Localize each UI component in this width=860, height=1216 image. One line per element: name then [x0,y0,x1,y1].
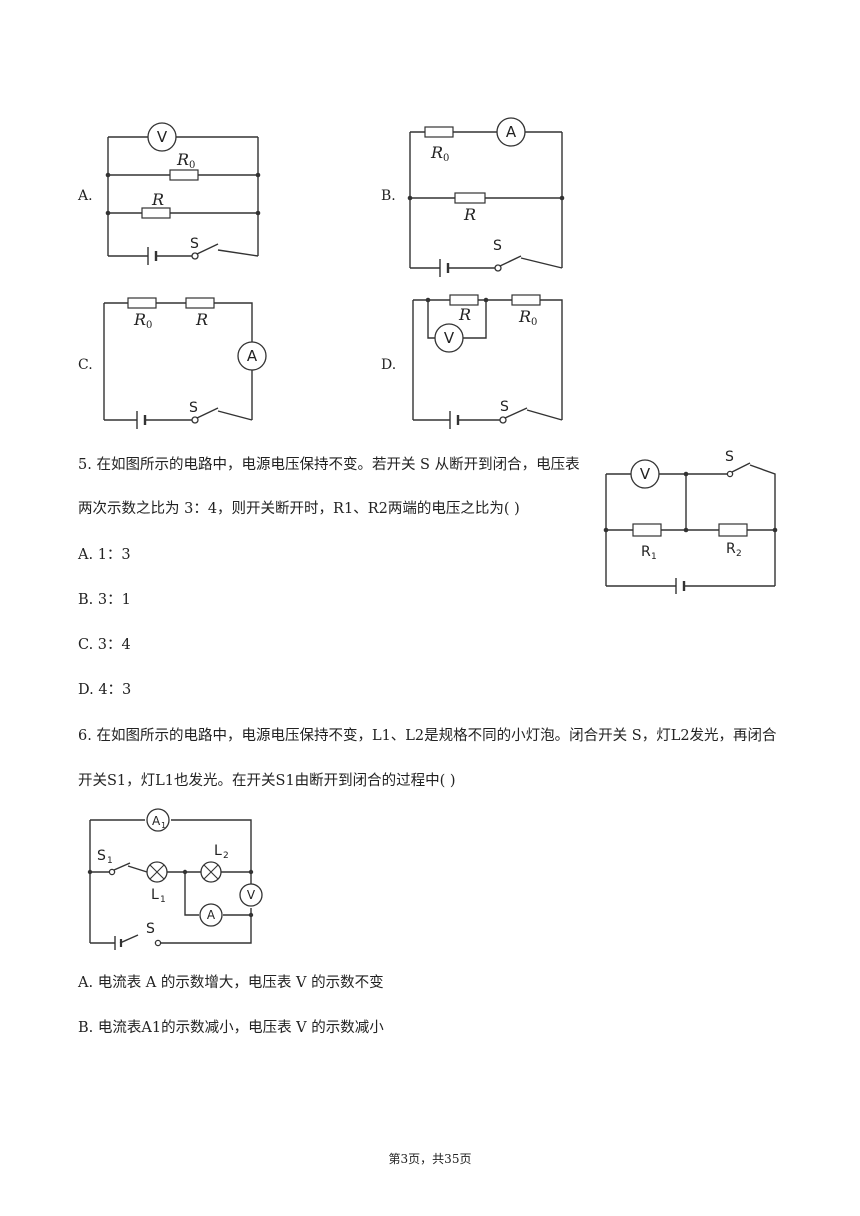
switch-icon [726,470,734,478]
option-b-letter: B. [381,188,396,204]
svg-text:2: 2 [736,549,742,559]
lamp-l1-icon [146,861,168,883]
label-s: S [190,236,199,252]
resistor-r0 [424,126,454,138]
voltmeter-label: V [247,888,256,902]
ammeter-icon [237,341,267,371]
voltmeter-icon [147,122,177,152]
svg-text:2: 2 [223,851,229,861]
ammeter-label: A [207,908,216,922]
lamp-l2-icon [200,861,222,883]
resistor-r [185,297,215,309]
resistor-r [449,294,479,306]
label-r0: R [133,310,146,329]
label-r: R [463,205,476,224]
q6-option-b: B. 电流表A1的示数减小，电压表 V 的示数减小 [78,1020,384,1036]
label-r1: R [641,544,651,560]
option-a-letter: A. [78,188,93,204]
resistor-r [141,207,171,219]
label-r2: R [726,541,736,557]
option-d-letter: D. [381,357,397,373]
option-c-letter: C. [78,357,93,373]
label-l2: L [214,843,222,859]
svg-text:0: 0 [189,160,195,171]
ammeter-icon [496,117,526,147]
q5-stem-line2: 两次示数之比为 3：4，则开关断开时，R1、R2两端的电压之比为( ) [78,501,520,517]
svg-text:0: 0 [531,317,537,328]
label-s: S [500,399,509,415]
voltmeter-icon [239,883,263,907]
q6-option-a: A. 电流表 A 的示数增大，电压表 V 的示数不变 [78,975,384,991]
ammeter-a1-icon [146,808,170,832]
svg-text:1: 1 [160,895,166,905]
switch-icon [499,416,507,424]
svg-text:0: 0 [443,153,449,164]
label-s: S [725,449,734,465]
page-footer: 第3页，共35页 [388,1152,472,1166]
label-s1: S [97,848,106,864]
resistor-r [454,192,486,204]
q5-option-d: D. 4：3 [78,682,132,698]
label-r: R [458,305,471,324]
q6-stem-line2: 开关S1，灯L1也发光。在开关S1由断开到闭合的过程中( ) [78,773,456,789]
svg-text:1: 1 [651,552,657,562]
q5-option-c: C. 3：4 [78,637,131,653]
switch-icon [191,252,199,260]
ammeter-label: A [247,347,258,365]
label-a1: A [152,814,161,828]
voltmeter-label: V [157,128,168,146]
label-r0: R [518,307,531,326]
label-r0: R [430,143,443,162]
voltmeter-icon [434,323,464,353]
voltmeter-label: V [444,329,455,347]
label-r: R [151,190,164,209]
label-r: R [195,310,208,329]
label-r0: R [176,150,189,169]
svg-text:1: 1 [161,821,166,830]
voltmeter-label: V [640,465,651,483]
switch-s-icon [154,939,162,947]
resistor-r1 [632,523,662,537]
label-l1: L [151,887,159,903]
ammeter-a-icon [199,903,223,927]
q6-stem-line1: 6. 在如图所示的电路中，电源电压保持不变，L1、L2是规格不同的小灯泡。闭合开… [78,728,777,744]
ammeter-label: A [506,123,517,141]
svg-text:0: 0 [146,320,152,331]
label-s: S [146,921,155,937]
switch-s1-icon [108,868,116,876]
switch-icon [494,264,502,272]
q5-option-a: A. 1：3 [78,547,131,563]
switch-icon [191,416,199,424]
label-s: S [189,400,198,416]
resistor-r0 [511,294,541,306]
voltmeter-icon [630,459,660,489]
q5-option-b: B. 3：1 [78,592,131,608]
svg-text:1: 1 [107,856,113,866]
resistor-r2 [718,523,748,537]
label-s: S [493,238,502,254]
resistor-r0 [169,169,199,181]
q5-stem-line1: 5. 在如图所示的电路中，电源电压保持不变。若开关 S 从断开到闭合，电压表 [78,457,580,473]
resistor-r0 [127,297,157,309]
